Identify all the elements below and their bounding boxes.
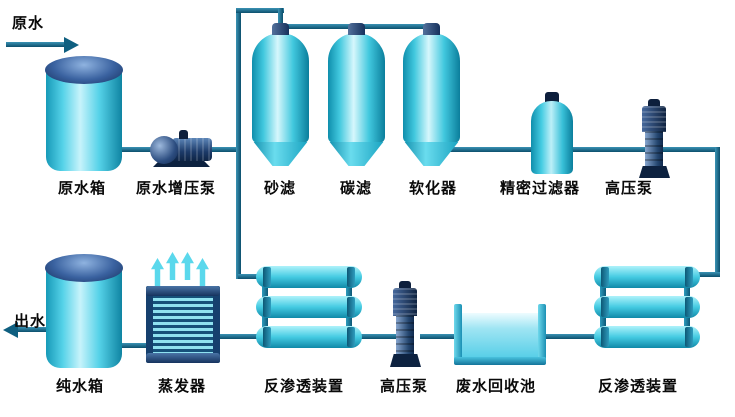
pipe-booster-to-riser (206, 147, 241, 152)
label-pure-water-tank: 纯水箱 (56, 378, 105, 395)
pipe-sand-filter-stub (278, 8, 283, 28)
ro-right-connector (684, 286, 690, 298)
label-ro-left: 反渗透装置 (264, 378, 345, 395)
vapor-up-arrow-icon (166, 252, 179, 280)
ro-left-membrane-tube (256, 296, 362, 318)
carbon-filter-vessel (328, 33, 385, 143)
pipe-ro-right-to-pool (544, 334, 598, 339)
ro-left-connector (346, 316, 352, 328)
label-raw-water: 原水 (12, 15, 45, 32)
evaporator-top-header (146, 286, 220, 296)
raw-water-tank (46, 69, 122, 171)
softener-cone (404, 142, 459, 166)
pipe-precision-to-hp-pump (571, 147, 648, 152)
precision-filter (531, 101, 573, 174)
label-outlet: 出水 (14, 313, 47, 330)
ro-right-connector (600, 316, 606, 328)
ro-right-membrane-tube (594, 296, 700, 318)
raw-water-tank-dome (45, 56, 123, 84)
pipe-raw-inlet (6, 42, 66, 47)
pipe-right-edge-drop (715, 147, 720, 277)
evaporator-right-plate (213, 286, 220, 363)
softener-vessel (403, 33, 460, 143)
hp-pump-bottom-body (396, 315, 414, 355)
pipe-riser-to-ro-left (238, 274, 260, 279)
pipe-sand-to-carbon (279, 24, 359, 29)
booster-pump-volute (150, 136, 178, 164)
inlet-arrow-icon (64, 37, 79, 53)
evaporator-plates (153, 295, 213, 354)
ro-left-membrane-tube (256, 326, 362, 348)
label-hp-pump-top: 高压泵 (605, 180, 654, 197)
ro-right-connector (684, 316, 690, 328)
booster-pump-base (153, 160, 210, 167)
hp-pump-top-cap (648, 99, 660, 107)
label-ro-right: 反渗透装置 (598, 378, 679, 395)
sand-filter-cap (272, 23, 289, 35)
hp-pump-bottom-cap (399, 281, 411, 289)
label-evaporator: 蒸发器 (158, 378, 207, 395)
waste-pool-water (462, 313, 538, 357)
softener-cap (423, 23, 440, 35)
label-sand-filter: 砂滤 (264, 180, 297, 197)
carbon-filter-cone (329, 142, 384, 166)
carbon-filter-cap (348, 23, 365, 35)
outlet-arrow-icon (3, 322, 18, 338)
pure-water-tank-dome (45, 254, 123, 282)
vapor-up-arrow-icon (196, 258, 209, 286)
vapor-up-arrow-icon (181, 252, 194, 280)
label-carbon-filter: 碳滤 (340, 180, 373, 197)
sand-filter-cone (253, 142, 308, 166)
label-raw-water-tank: 原水箱 (58, 180, 107, 197)
label-waste-pool: 废水回收池 (456, 378, 537, 395)
pipe-evaporator-to-tank (120, 343, 150, 348)
hp-pump-bottom-motor (393, 288, 417, 316)
hp-pump-bottom-base (390, 354, 421, 367)
waste-pool-right-wall (538, 304, 546, 364)
ro-left-membrane-tube (256, 266, 362, 288)
pipe-hp-pump-to-ro-left (358, 334, 400, 339)
pipe-pool-to-hp-pump (420, 334, 460, 339)
pipe-main-riser (236, 8, 241, 279)
ro-left-connector (262, 316, 268, 328)
pipe-top-header (236, 8, 284, 13)
pipe-softener-to-precision (445, 147, 533, 152)
pipe-ro-left-to-evaporator (218, 334, 260, 339)
precision-filter-cap (545, 92, 559, 102)
waste-pool-bottom (454, 357, 546, 365)
ro-right-membrane-tube (594, 326, 700, 348)
ro-right-membrane-tube (594, 266, 700, 288)
pipe-hp-pump-to-edge (662, 147, 720, 152)
booster-pump-outlet-stub (179, 130, 188, 139)
label-softener: 软化器 (409, 180, 458, 197)
vapor-up-arrow-icon (151, 258, 164, 286)
waste-pool-left-wall (454, 304, 462, 364)
pipe-pure-outlet (16, 327, 48, 332)
booster-pump-motor (172, 138, 212, 161)
ro-right-connector (600, 286, 606, 298)
pure-water-tank (46, 267, 122, 368)
hp-pump-top-motor (642, 106, 666, 132)
pipe-edge-to-ro-right (697, 272, 720, 277)
pipe-tank-to-booster (118, 147, 154, 152)
evaporator-bottom-header (146, 353, 220, 363)
ro-left-connector (346, 286, 352, 298)
hp-pump-top-base (639, 166, 670, 178)
evaporator-left-plate (146, 286, 153, 363)
label-booster-pump: 原水增压泵 (136, 180, 217, 197)
label-precision-filter: 精密过滤器 (500, 180, 581, 197)
pipe-carbon-to-softener (354, 24, 436, 29)
hp-pump-top-body (645, 131, 663, 167)
ro-left-connector (262, 286, 268, 298)
label-hp-pump-bottom: 高压泵 (380, 378, 429, 395)
sand-filter-vessel (252, 33, 309, 143)
